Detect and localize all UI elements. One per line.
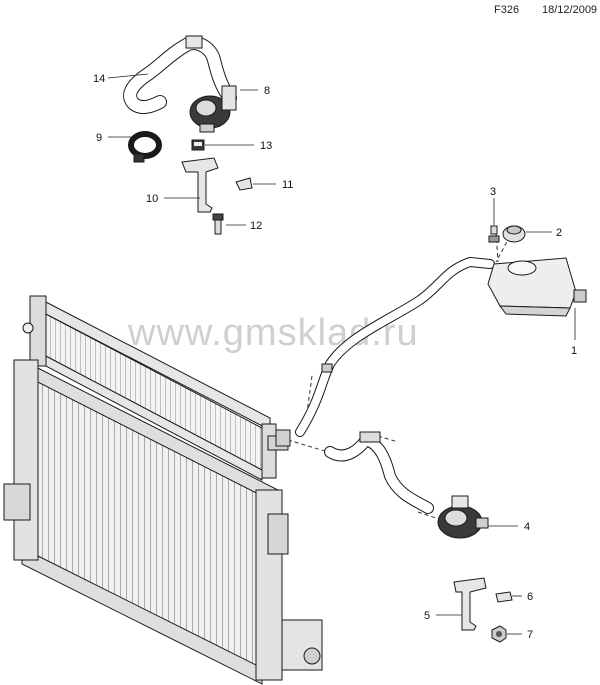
pump-bracket-upper xyxy=(181,157,219,213)
auxiliary-water-pump-upper xyxy=(189,85,237,133)
pump-clip-upper xyxy=(191,139,205,151)
callout-4: 4 xyxy=(524,521,530,533)
bolt xyxy=(212,213,224,235)
callout-5: 5 xyxy=(424,610,430,622)
diagram-date: 18/12/2009 xyxy=(542,4,598,16)
watermark: www.gmsklad.ru xyxy=(127,312,419,354)
leader-lines xyxy=(107,73,576,635)
hose-clamp xyxy=(128,131,162,163)
callout-14: 14 xyxy=(93,73,105,85)
bleed-screw xyxy=(488,225,500,243)
callout-8: 8 xyxy=(264,85,270,97)
callout-10: 10 xyxy=(146,193,158,205)
retaining-clip-lower xyxy=(495,591,513,603)
callout-labels: 14 8 9 13 10 11 12 3 2 1 4 6 5 7 xyxy=(93,73,577,641)
coolant-hose-reservoir xyxy=(295,256,495,437)
auxiliary-water-pump-lower xyxy=(437,495,489,539)
callout-7: 7 xyxy=(527,629,533,641)
callout-11: 11 xyxy=(282,179,293,191)
reservoir-cap xyxy=(502,225,526,243)
condenser xyxy=(22,295,277,481)
nut xyxy=(491,625,507,643)
retaining-clip-upper xyxy=(235,177,253,191)
diagram-code: F326 xyxy=(494,4,520,16)
callout-2: 2 xyxy=(556,227,562,239)
pump-bracket-lower xyxy=(453,577,487,631)
callout-13: 13 xyxy=(260,140,272,152)
coolant-reservoir xyxy=(487,257,587,317)
callout-12: 12 xyxy=(250,220,262,232)
callout-9: 9 xyxy=(96,132,102,144)
radiator xyxy=(3,359,323,685)
callout-3: 3 xyxy=(490,186,496,198)
callout-1: 1 xyxy=(571,345,577,357)
callout-6: 6 xyxy=(527,591,533,603)
coolant-hose-lower xyxy=(275,429,434,514)
